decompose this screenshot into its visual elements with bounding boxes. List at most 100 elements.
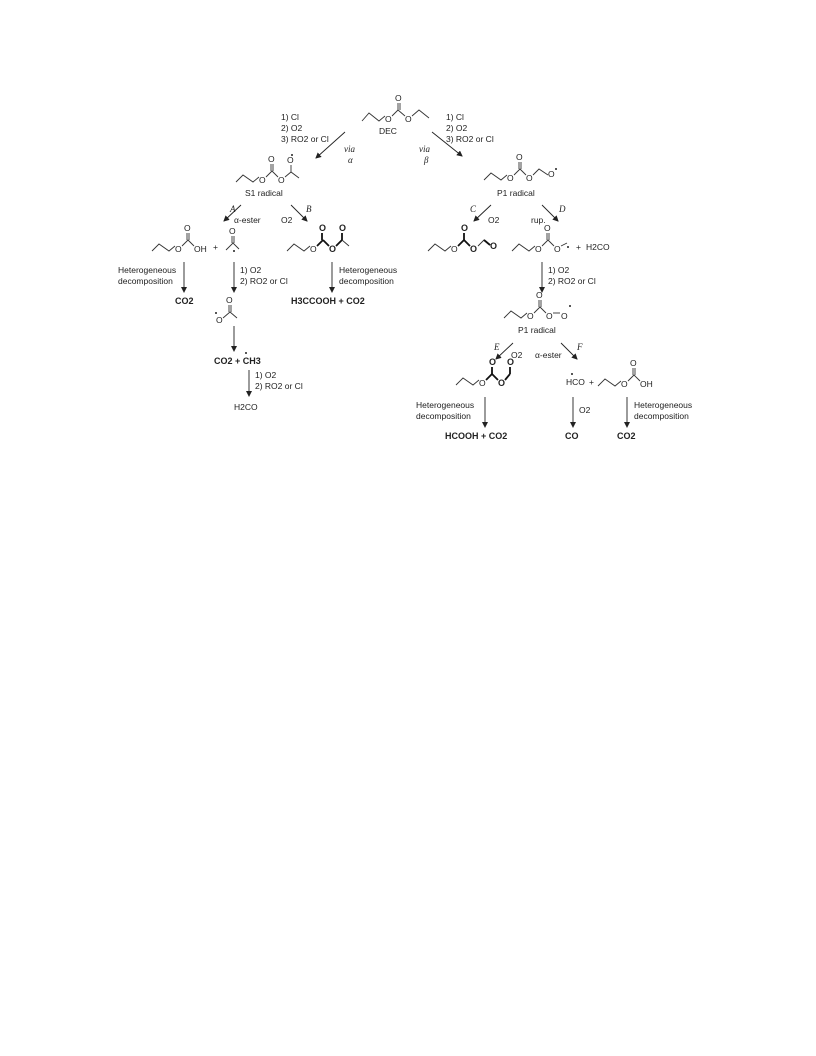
o-atom: O bbox=[184, 223, 191, 233]
o-atom: O bbox=[554, 244, 561, 254]
arrow-pathway-a bbox=[223, 204, 242, 222]
product-hcooh-co2: HCOOH + CO2 bbox=[445, 431, 507, 441]
o-atom: O bbox=[561, 311, 568, 321]
p1-radical-2-structure: O O O O bbox=[503, 290, 571, 321]
product-co: CO bbox=[565, 431, 579, 441]
o-atom: O bbox=[451, 244, 458, 254]
pathway-f-label: F bbox=[576, 342, 583, 352]
o-atom: O bbox=[310, 244, 317, 254]
pathway-d-label: D bbox=[558, 204, 566, 214]
o-atom: O bbox=[621, 379, 628, 389]
o2-reagent-b: O2 bbox=[281, 215, 293, 225]
pathway-e-label: E bbox=[493, 342, 500, 352]
s1-radical-label: S1 radical bbox=[245, 188, 283, 198]
o-atom: O bbox=[507, 357, 514, 367]
alpha-ester-reagent-left: α-ester bbox=[234, 215, 261, 225]
o-atom: O bbox=[339, 223, 346, 233]
s1-radical-structure: O O O O bbox=[235, 154, 300, 185]
o-atom: O bbox=[175, 244, 182, 254]
arrow-pathway-c bbox=[473, 204, 492, 222]
arrow-pathway-e bbox=[495, 342, 514, 360]
aldehyde-c-structure: O O O O bbox=[427, 223, 497, 254]
alpha-symbol: α bbox=[348, 155, 353, 165]
hetero-b-line1: Heterogeneous bbox=[339, 265, 397, 275]
arrow-pathway-b bbox=[290, 204, 308, 222]
o-atom: O bbox=[278, 175, 285, 185]
p1-radical-2-label: P1 radical bbox=[518, 325, 556, 335]
product-h3ccooh-co2: H3CCOOH + CO2 bbox=[291, 296, 365, 306]
alpha-ester-reagent-f: α-ester bbox=[535, 350, 562, 360]
product-co2-a: CO2 bbox=[175, 296, 194, 306]
methyl-step-2: 2) RO2 or Cl bbox=[255, 381, 303, 391]
o-atom: O bbox=[489, 357, 496, 367]
condition-left-3: 3) RO2 or Cl bbox=[281, 134, 329, 144]
arrow-via-beta bbox=[431, 131, 463, 157]
methyl-step-1: 1) O2 bbox=[255, 370, 277, 380]
o-atom: O bbox=[405, 114, 412, 124]
condition-left-1: 1) Cl bbox=[281, 112, 299, 122]
ethyl-hydrogen-carbonate-structure: O O OH bbox=[151, 223, 207, 254]
arrow-pathway-d bbox=[541, 204, 559, 222]
o-atom: O bbox=[259, 175, 266, 185]
product-h2co: H2CO bbox=[234, 402, 258, 412]
o-atom: O bbox=[268, 154, 275, 164]
h2co-coproduct: H2CO bbox=[586, 242, 610, 252]
plus-sign-d: + bbox=[576, 242, 581, 252]
hetero-e-line1: Heterogeneous bbox=[416, 400, 474, 410]
o-atom: O bbox=[498, 378, 505, 388]
o-atom: O bbox=[319, 223, 326, 233]
o-atom: O bbox=[329, 244, 336, 254]
o-atom: O bbox=[479, 378, 486, 388]
product-co2-f: CO2 bbox=[617, 431, 636, 441]
o-atom: O bbox=[395, 93, 402, 103]
plus-sign-a: + bbox=[213, 242, 218, 252]
beta-symbol: β bbox=[423, 155, 429, 165]
p1-radical-label: P1 radical bbox=[497, 188, 535, 198]
d-step-1: 1) O2 bbox=[548, 265, 570, 275]
acetyl-step-1: 1) O2 bbox=[240, 265, 262, 275]
acetyl-radical-structure: O bbox=[225, 226, 240, 252]
product-co2-ch3: CO2 + CH3 bbox=[214, 356, 261, 366]
o-atom: O bbox=[546, 311, 553, 321]
o-atom: O bbox=[527, 311, 534, 321]
hetero-a-line1: Heterogeneous bbox=[118, 265, 176, 275]
acetyloxy-radical-structure: O O bbox=[215, 295, 238, 325]
via-beta-text: via bbox=[419, 144, 430, 154]
pathway-a-label: A bbox=[229, 204, 236, 214]
condition-right-1: 1) Cl bbox=[446, 112, 464, 122]
o-atom: O bbox=[385, 114, 392, 124]
ethyl-hydrogen-carbonate-f-structure: O O OH bbox=[597, 358, 653, 389]
o-atom: O bbox=[216, 315, 223, 325]
anhydride-b-structure: O O O O bbox=[286, 223, 350, 254]
hetero-f-line1: Heterogeneous bbox=[634, 400, 692, 410]
o-atom: O bbox=[544, 223, 551, 233]
pathway-c-label: C bbox=[470, 204, 477, 214]
condition-right-3: 3) RO2 or Cl bbox=[446, 134, 494, 144]
hco-radical: HCO bbox=[566, 377, 585, 387]
condition-left-2: 2) O2 bbox=[281, 123, 303, 133]
formic-anhydride-e-structure: O O O O bbox=[455, 357, 514, 388]
o2-reagent-c: O2 bbox=[488, 215, 500, 225]
hetero-f-line2: decomposition bbox=[634, 411, 689, 421]
oh-group: OH bbox=[194, 244, 207, 254]
o2-reagent-e: O2 bbox=[511, 350, 523, 360]
o-atom: O bbox=[287, 155, 294, 165]
o-atom: O bbox=[536, 290, 543, 300]
plus-sign-f: + bbox=[589, 377, 594, 387]
o-atom: O bbox=[630, 358, 637, 368]
o-atom: O bbox=[461, 223, 468, 233]
o-atom: O bbox=[507, 173, 514, 183]
via-alpha-text: via bbox=[344, 144, 355, 154]
o-atom: O bbox=[490, 241, 497, 251]
hetero-a-line2: decomposition bbox=[118, 276, 173, 286]
arrow-pathway-f bbox=[560, 342, 578, 360]
pathway-b-label: B bbox=[306, 204, 312, 214]
o-atom: O bbox=[516, 152, 523, 162]
arrow-via-alpha bbox=[315, 131, 346, 159]
oh-group: OH bbox=[640, 379, 653, 389]
p1-radical-structure: O O O O bbox=[483, 152, 557, 183]
condition-right-2: 2) O2 bbox=[446, 123, 468, 133]
hetero-b-line2: decomposition bbox=[339, 276, 394, 286]
o-atom: O bbox=[470, 244, 477, 254]
